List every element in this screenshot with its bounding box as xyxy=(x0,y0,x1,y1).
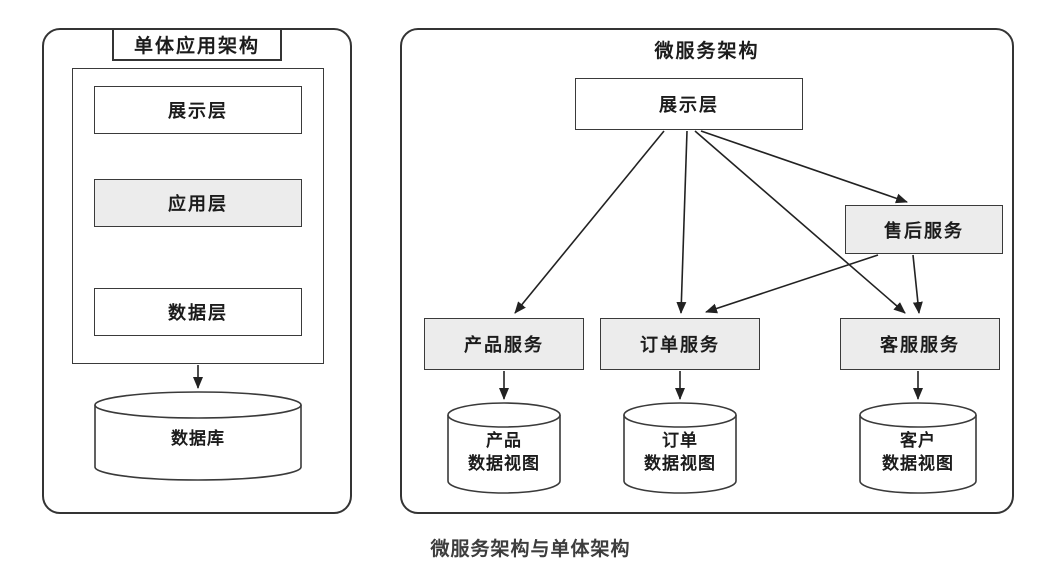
datastore-customer-line1: 客户 xyxy=(900,431,936,450)
datastore-customer-line2: 数据视图 xyxy=(882,454,954,473)
datastore-product-line1: 产品 xyxy=(486,431,522,450)
datastore-order-label: 订单 数据视图 xyxy=(624,426,736,478)
service-customer: 客服服务 xyxy=(840,318,1000,370)
database-label-text: 数据库 xyxy=(171,428,225,448)
service-aftersales: 售后服务 xyxy=(845,205,1003,254)
datastore-customer-label: 客户 数据视图 xyxy=(860,426,976,478)
monolith-layer-data: 数据层 xyxy=(94,288,302,336)
datastore-order-line1: 订单 xyxy=(662,431,698,450)
monolith-title: 单体应用架构 xyxy=(112,28,282,61)
datastore-product-label: 产品 数据视图 xyxy=(448,426,560,478)
monolith-layer-application: 应用层 xyxy=(94,179,302,227)
microservices-title: 微服务架构 xyxy=(654,41,760,62)
datastore-product-line2: 数据视图 xyxy=(468,454,540,473)
monolith-layer-presentation: 展示层 xyxy=(94,86,302,134)
datastore-order-line2: 数据视图 xyxy=(644,454,716,473)
ms-presentation-box: 展示层 xyxy=(575,78,803,130)
database-cylinder-label: 数据库 xyxy=(95,420,301,456)
diagram-caption: 微服务架构与单体架构 xyxy=(430,539,631,560)
service-product: 产品服务 xyxy=(424,318,584,370)
service-order: 订单服务 xyxy=(600,318,760,370)
